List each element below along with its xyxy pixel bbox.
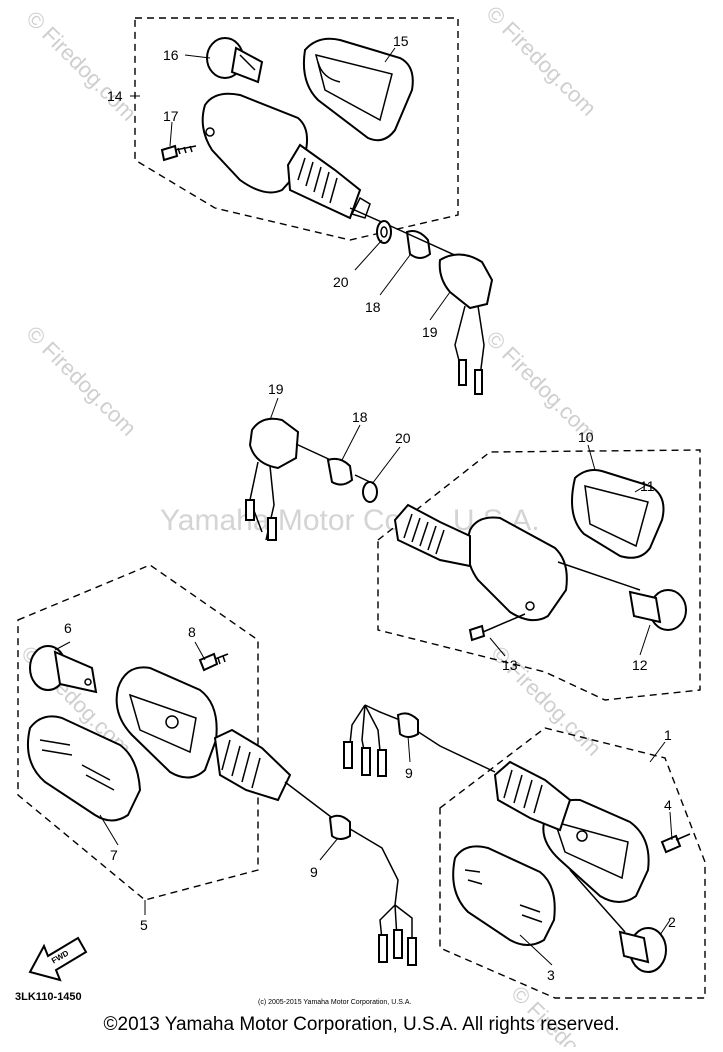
assembly-1 [439,727,706,999]
assembly-14 [134,17,494,395]
screw-8 [198,652,229,672]
part-number-label: 16 [163,47,179,63]
washer-20-top [376,220,392,244]
lens-7 [26,715,142,822]
wire-9-right [343,704,496,777]
screw-4 [660,833,691,854]
part-number-label: 14 [107,88,123,104]
part-number-label: 9 [405,765,413,781]
part-number-label: 15 [393,33,409,49]
washer-20-mid [362,481,378,503]
part-number-label: 19 [268,381,284,397]
part-number-label: 1 [664,727,672,743]
part-number-label: 5 [140,917,148,933]
part-number-label: 11 [640,478,655,494]
part-number-label: 8 [188,624,196,640]
part-number-label: 12 [632,657,648,673]
part-number-label: 7 [110,847,118,863]
part-number-label: 18 [365,299,381,315]
diagram-inner-copyright: (c) 2005-2015 Yamaha Motor Corporation, … [258,999,411,1006]
watermark-firedog: © Firedog.com [481,1,601,121]
boot-19-top [438,253,494,395]
part-number-label: 2 [668,914,676,930]
housing-10 [393,503,568,622]
diagram-reference-code: 3LK110-1450 [15,991,82,1003]
screw-13 [468,613,526,642]
part-number-label: 4 [664,797,672,813]
part-number-label: 19 [422,324,438,340]
wire-9-left [284,781,417,966]
housing-14 [201,92,396,229]
bulb-6 [29,645,98,694]
housing-5 [115,666,292,802]
housing-1 [493,760,650,903]
lens-3 [452,845,556,946]
watermark-firedog: © Firedog.com [481,326,601,446]
copyright-footer: ©2013 Yamaha Motor Corporation, U.S.A. A… [103,1014,620,1035]
bulb-12 [557,561,687,631]
screw-17 [160,144,197,162]
bulb-2 [569,869,667,973]
lens-11 [571,469,665,559]
part-number-label: 20 [395,430,411,446]
part-number-label: 6 [64,620,72,636]
part-number-label: 3 [547,967,555,983]
part-number-label: 9 [310,864,318,880]
fwd-arrow: FWD [28,936,88,982]
lens-15 [302,37,414,142]
part-labels: 16 15 14 17 20 18 19 19 18 20 10 11 13 1… [64,33,676,983]
grommet-18-mid [326,457,354,486]
middle-wiring [245,417,378,541]
assembly-10 [377,449,701,701]
watermark-firedog: © Firedog.com [21,6,141,126]
leader-lines [54,47,673,966]
part-number-label: 10 [578,429,594,445]
assembly-5 [17,564,292,901]
bulb-16 [206,37,264,84]
part-number-label: 20 [333,274,349,290]
watermark-firedog: © Firedog.com [21,321,141,441]
part-number-label: 17 [163,108,179,124]
part-number-label: 13 [502,657,518,673]
part-number-label: 18 [352,409,368,425]
boot-19-mid [245,417,300,541]
